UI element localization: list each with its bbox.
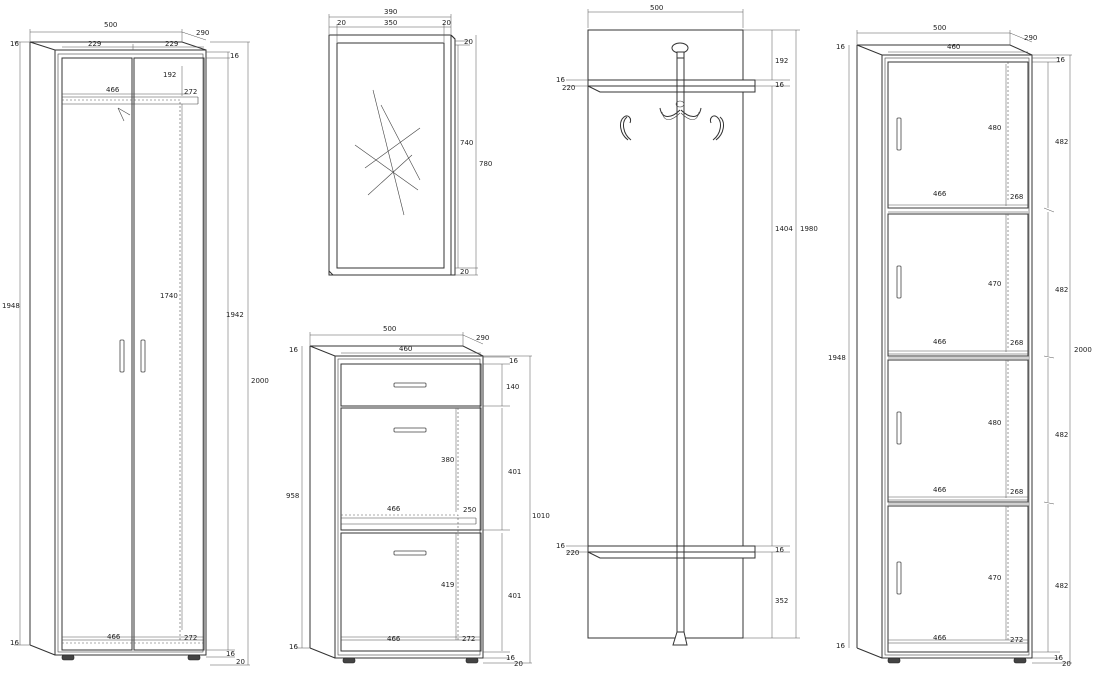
tall-cabinet-drawing: 500 290 16 460 16 480 482 466 268 470 48… [828, 24, 1092, 668]
wardrobe-shelf-16: 16 [230, 52, 239, 60]
cabinet-side-height: 1948 [828, 354, 846, 362]
wardrobe-bottom-16b: 16 [226, 650, 235, 658]
hanger-height: 1980 [800, 225, 818, 233]
wardrobe-drawing: 500 290 16 229 229 16 192 466 272 1948 1… [2, 21, 269, 666]
cabinet-c4-outer: 482 [1055, 582, 1068, 590]
shoe-side-height: 958 [286, 492, 299, 500]
cabinet-bottom-width: 466 [933, 634, 947, 642]
cabinet-c1-height: 480 [988, 124, 1001, 132]
wardrobe-bottom-depth: 272 [184, 634, 197, 642]
mirror-inner-width: 350 [384, 19, 397, 27]
wardrobe-total-height: 2000 [251, 377, 269, 385]
cabinet-c1-outer: 482 [1055, 138, 1068, 146]
wardrobe-depth: 290 [196, 29, 209, 37]
shoe-bottom-depth: 272 [462, 635, 475, 643]
shoe-shelf-depth: 250 [463, 506, 476, 514]
cabinet-s3-depth: 268 [1010, 488, 1023, 496]
wardrobe-shelf-width: 466 [106, 86, 120, 94]
hanger-top-gap: 192 [775, 57, 788, 65]
shoe-comp1-height: 380 [441, 456, 454, 464]
wardrobe-top-thickness: 16 [10, 40, 19, 48]
shoe-comp2-outer: 401 [508, 592, 521, 600]
mirror-frame-bottom: 20 [460, 268, 469, 276]
cabinet-depth: 290 [1024, 34, 1037, 42]
cabinet-s2-width: 466 [933, 338, 947, 346]
cabinet-s1-depth: 268 [1010, 193, 1023, 201]
wardrobe-width: 500 [104, 21, 117, 29]
hanger-bot-shelf-thick: 16 [775, 546, 784, 554]
cabinet-top-16: 16 [1056, 56, 1065, 64]
cabinet-bottom-depth: 272 [1010, 636, 1023, 644]
mirror-frame-right: 20 [442, 19, 451, 27]
mirror-inner-height: 740 [460, 139, 473, 147]
shoe-bottom-16a: 16 [289, 643, 298, 651]
wardrobe-door-left: 229 [88, 40, 101, 48]
cabinet-bottom-16a: 16 [836, 642, 845, 650]
shoe-inner-width: 460 [399, 345, 412, 353]
shoe-comp1-outer: 401 [508, 468, 521, 476]
cabinet-c3-height: 480 [988, 419, 1001, 427]
wardrobe-shelf-gap: 192 [163, 71, 176, 79]
cabinet-plinth: 20 [1062, 660, 1071, 668]
shoe-bottom-16b: 16 [506, 654, 515, 662]
wardrobe-side-height: 1948 [2, 302, 20, 310]
wardrobe-bottom-width: 466 [107, 633, 121, 641]
cabinet-bottom-16b: 16 [1054, 654, 1063, 662]
shoe-bottom-width: 466 [387, 635, 401, 643]
shoe-top-16: 16 [509, 357, 518, 365]
cabinet-c2-outer: 482 [1055, 286, 1068, 294]
wardrobe-inner-height: 1942 [226, 311, 244, 319]
cabinet-top-thickness: 16 [836, 43, 845, 51]
shoe-total-height: 1010 [532, 512, 550, 520]
cabinet-c4-height: 470 [988, 574, 1001, 582]
mirror-height: 780 [479, 160, 492, 168]
shoe-cabinet-drawing: 500 290 16 460 16 140 380 401 958 466 25… [286, 325, 550, 668]
hanger-mid-height: 1404 [775, 225, 793, 233]
wardrobe-door-right: 229 [165, 40, 178, 48]
wardrobe-door-height: 1740 [160, 292, 178, 300]
cabinet-inner-width: 460 [947, 43, 960, 51]
hanger-bot-shelf-depth: 220 [566, 549, 579, 557]
mirror-drawing: 390 20 350 20 20 740 780 20 [328, 8, 492, 276]
cabinet-total-height: 2000 [1074, 346, 1092, 354]
hanger-bottom-height: 352 [775, 597, 788, 605]
wardrobe-plinth: 20 [236, 658, 245, 666]
shoe-drawer-height: 140 [506, 383, 519, 391]
shoe-plinth: 20 [514, 660, 523, 668]
hanger-top-shelf-depth: 220 [562, 84, 575, 92]
hanger-width: 500 [650, 4, 663, 12]
shoe-width: 500 [383, 325, 396, 333]
mirror-width: 390 [384, 8, 397, 16]
cabinet-s2-depth: 268 [1010, 339, 1023, 347]
wardrobe-shelf-depth: 272 [184, 88, 197, 96]
cabinet-s3-width: 466 [933, 486, 947, 494]
shoe-top-thickness: 16 [289, 346, 298, 354]
cabinet-c3-outer: 482 [1055, 431, 1068, 439]
mirror-frame-left: 20 [337, 19, 346, 27]
hanger-bot-shelf-16: 16 [556, 542, 565, 550]
hanger-top-shelf-thick: 16 [775, 81, 784, 89]
wardrobe-bottom-16a: 16 [10, 639, 19, 647]
shoe-comp2-height: 419 [441, 581, 454, 589]
cabinet-c2-height: 470 [988, 280, 1001, 288]
cabinet-width: 500 [933, 24, 946, 32]
shoe-depth: 290 [476, 334, 489, 342]
mirror-frame-top: 20 [464, 38, 473, 46]
hanger-top-shelf-16: 16 [556, 76, 565, 84]
coat-hanger-drawing: 500 16 220 192 16 1404 1980 16 220 16 35… [556, 4, 818, 646]
shoe-shelf-width: 466 [387, 505, 401, 513]
cabinet-s1-width: 466 [933, 190, 947, 198]
